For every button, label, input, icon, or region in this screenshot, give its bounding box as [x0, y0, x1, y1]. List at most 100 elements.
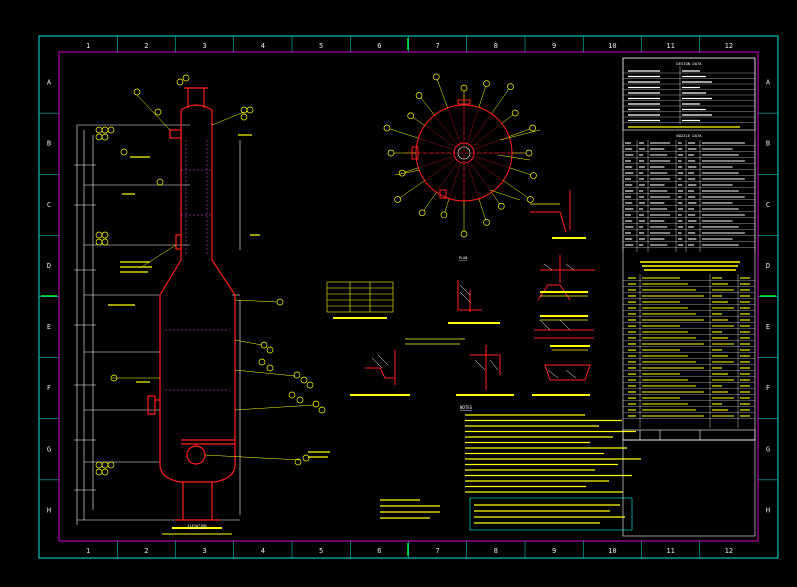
leader-lines — [112, 94, 315, 461]
elevation-caption: ELEVATION — [188, 524, 207, 528]
internal-trays — [165, 140, 230, 391]
orientation-ray — [473, 155, 510, 168]
nozzle-balloons-left — [95, 74, 190, 476]
orientation-ray — [469, 161, 492, 193]
orientation-ray — [436, 161, 459, 193]
zone-column-label: 9 — [552, 547, 556, 555]
notes-text-lines — [465, 414, 641, 493]
detail-welds — [365, 190, 595, 390]
nozzle-balloon — [460, 84, 468, 92]
zone-row-label: F — [766, 384, 770, 392]
parts-list-rows — [623, 274, 755, 428]
zone-column-label: 9 — [552, 42, 556, 50]
zone-row-label: A — [766, 79, 771, 87]
plan-flanges — [411, 99, 471, 199]
zone-row-label: C — [766, 201, 770, 209]
elevation-caption-group: ELEVATION — [162, 524, 232, 535]
nozzle-balloon — [387, 149, 395, 157]
plan-nozzle-orientation-lines — [383, 73, 537, 238]
zone-column-label: 3 — [203, 547, 207, 555]
orientation-line — [509, 167, 531, 175]
orientation-line — [509, 128, 530, 137]
zone-row-label: B — [766, 140, 770, 148]
detail-hatching — [371, 263, 577, 379]
orientation-line — [444, 198, 450, 213]
design-data-rows — [623, 66, 755, 128]
orientation-ray — [472, 158, 504, 181]
nozzle-balloon — [530, 172, 537, 179]
orientation-line — [423, 192, 437, 211]
nozzle-balloon — [497, 202, 505, 210]
orientation-ray — [447, 107, 461, 144]
orientation-line — [501, 114, 514, 124]
cross-reference-lines — [380, 499, 440, 519]
zone-row-label: C — [47, 201, 51, 209]
orientation-line — [420, 97, 435, 116]
zone-column-label: 3 — [203, 42, 207, 50]
zone-row-label: E — [47, 323, 51, 331]
zone-column-label: 12 — [725, 42, 733, 50]
zone-row-label: F — [47, 384, 51, 392]
zone-column-label: 7 — [436, 547, 440, 555]
zone-row-label: H — [766, 506, 770, 514]
zone-column-label: 12 — [725, 547, 733, 555]
notes-header: NOTES — [460, 405, 473, 410]
special-notes-lines — [640, 261, 740, 271]
zone-row-label: B — [47, 140, 51, 148]
nozzle-balloon — [511, 109, 519, 117]
zone-column-label: 4 — [261, 547, 265, 555]
nozzle-balloon — [483, 219, 490, 226]
nozzle-balloon — [525, 149, 533, 157]
zone-column-label: 5 — [319, 42, 323, 50]
zone-column-label: 11 — [666, 547, 674, 555]
zone-column-label: 4 — [261, 42, 265, 50]
nozzle-balloon — [507, 83, 514, 90]
nozzle-balloon — [529, 124, 536, 132]
detail-views — [326, 190, 595, 396]
zone-column-label: 6 — [377, 42, 381, 50]
zone-row-label: E — [766, 323, 770, 331]
orientation-line — [404, 167, 419, 173]
orientation-line — [478, 198, 486, 220]
zone-column-label: 1 — [86, 42, 90, 50]
orientation-ray — [418, 155, 455, 168]
plan-view: PLAN — [383, 73, 541, 260]
orientation-ray — [471, 123, 502, 147]
zone-row-label: D — [47, 262, 51, 270]
notes-block: NOTES — [380, 405, 641, 531]
nozzle-balloon — [383, 124, 391, 132]
nozzle-balloon — [415, 92, 423, 99]
nozzle-balloon — [483, 80, 490, 87]
zone-column-label: 11 — [666, 42, 674, 50]
zone-column-label: 5 — [319, 547, 323, 555]
centering-marks — [41, 38, 776, 556]
nozzle-balloon — [440, 211, 448, 219]
zone-row-labels-right: A B C D E F G H — [758, 79, 778, 514]
title-block: DESIGN DATA NOZZLE DATA — [622, 57, 756, 537]
nozzle-balloon — [394, 196, 401, 203]
zone-column-label: 2 — [144, 42, 148, 50]
orientation-ray — [466, 107, 479, 144]
revision-block — [622, 429, 756, 537]
zone-row-label: G — [766, 445, 770, 453]
orientation-line — [389, 128, 419, 139]
orientation-ray — [424, 158, 456, 181]
nozzle-data-rows — [622, 140, 756, 252]
nozzle-balloon — [432, 73, 440, 81]
reference-drawings-box — [469, 497, 633, 531]
orientation-ray — [418, 138, 455, 151]
zone-column-label: 1 — [86, 547, 90, 555]
zone-row-label: D — [766, 262, 770, 270]
zone-column-label: 2 — [144, 547, 148, 555]
detail-titles-thin — [405, 203, 588, 351]
elevation-annotations — [108, 134, 330, 458]
nozzle-balloon — [407, 112, 415, 120]
orientation-ray — [434, 115, 458, 146]
zone-row-label: A — [47, 79, 52, 87]
zone-column-label: 10 — [608, 547, 616, 555]
detail-table — [326, 281, 394, 319]
